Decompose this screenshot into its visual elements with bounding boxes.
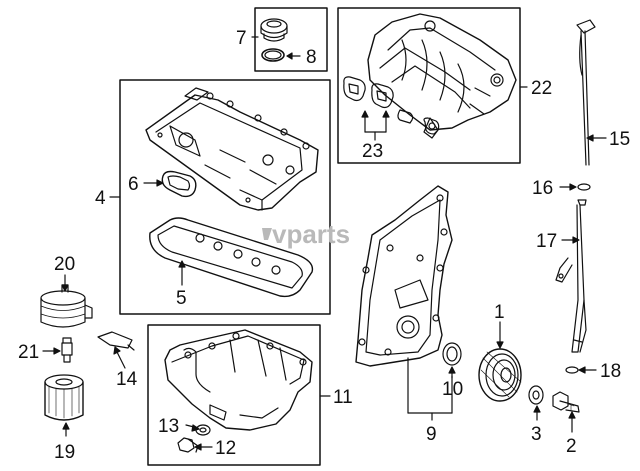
intake-manifold-gaskets: [343, 76, 440, 135]
valve-cover: [145, 87, 319, 211]
oil-pan: [164, 329, 313, 431]
callout-2: 2: [566, 436, 577, 457]
callout-7: 7: [236, 28, 247, 49]
callout-22: 22: [531, 78, 552, 99]
oil-cooler-connector: [97, 331, 135, 351]
callout-16: 16: [532, 178, 553, 199]
callout-12: 12: [215, 438, 236, 459]
drain-plug-gasket: [195, 424, 211, 436]
intake-manifold-group-box: [337, 7, 521, 164]
callout-4: 4: [95, 188, 106, 209]
valve-cover-group-box: [119, 79, 331, 315]
callout-13: 13: [158, 416, 179, 437]
callout-1: 1: [494, 302, 505, 323]
callout-10: 10: [442, 379, 463, 400]
filler-cap-seal: [261, 48, 285, 62]
pulley-washer: [528, 385, 544, 405]
callout-11: 11: [333, 387, 353, 408]
oil-cooler: [40, 284, 93, 328]
valve-cover-gasket: [149, 217, 314, 298]
callout-17: 17: [536, 231, 557, 252]
oil-dipstick: [576, 19, 596, 166]
dipstick-o-ring-upper: [577, 183, 591, 191]
crankshaft-pulley: [478, 348, 522, 402]
oil-filter: [44, 374, 84, 421]
callout-8: 8: [306, 47, 317, 68]
dipstick-o-ring-lower: [565, 366, 579, 374]
oil-pressure-switch: [61, 337, 73, 363]
vparts-watermark: vparts: [262, 219, 350, 249]
oil-pan-group-box: [147, 324, 321, 466]
leader-lines: [42, 36, 607, 451]
callout-6: 6: [128, 174, 139, 195]
dipstick-tube: [555, 199, 587, 353]
callout-5: 5: [176, 288, 187, 309]
oil-filler-cap: [260, 18, 288, 42]
callout-9: 9: [426, 424, 437, 445]
callout-3: 3: [531, 424, 542, 445]
intake-manifold: [367, 13, 517, 139]
watermark-text: vparts: [272, 219, 350, 249]
callout-19: 19: [54, 442, 75, 463]
filler-cap-group-box: [254, 7, 328, 72]
callout-21: 21: [18, 342, 39, 363]
callout-23: 23: [362, 141, 383, 162]
callout-15: 15: [609, 129, 630, 150]
spark-plug-tube-seal: [161, 170, 197, 198]
front-crankshaft-seal: [442, 342, 462, 366]
oil-drain-plug: [177, 437, 199, 453]
timing-chain-cover: [355, 185, 453, 367]
pulley-bolt: [552, 391, 580, 413]
callout-20: 20: [54, 254, 75, 275]
callout-18: 18: [600, 361, 621, 382]
callout-14: 14: [116, 369, 138, 390]
